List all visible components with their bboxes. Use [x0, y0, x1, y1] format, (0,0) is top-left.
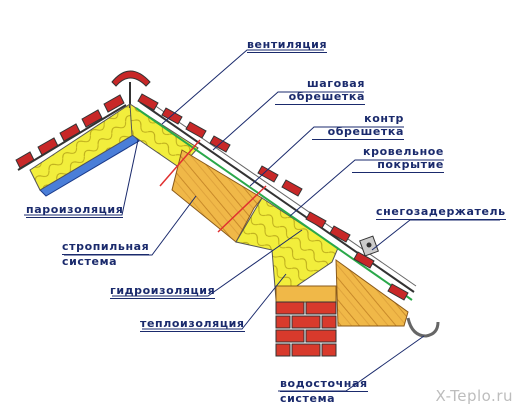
leader-lines	[24, 49, 500, 392]
leader-waterproofing	[112, 229, 303, 297]
rafter-wood	[171, 149, 263, 243]
label-counter-battens: контр обрешетка	[312, 112, 404, 140]
right-tiles	[137, 93, 409, 301]
label-gutter: водосточная система	[280, 377, 368, 405]
gutter	[406, 317, 440, 338]
leader-insulation	[142, 273, 287, 330]
leader-rafters	[64, 195, 197, 256]
label-roofing: кровельное покрытие	[352, 145, 444, 173]
leader-vapor	[24, 139, 139, 216]
leader-battens	[212, 91, 364, 151]
watermark: X-Teplo.ru	[435, 387, 513, 405]
leader-counter	[249, 126, 404, 187]
label-vapor-barrier: пароизоляция	[26, 203, 124, 218]
label-rafters: стропильная система	[62, 240, 150, 268]
wall-plate	[275, 285, 337, 303]
leader-ventilation	[161, 49, 324, 125]
label-ventilation: вентиляция	[247, 38, 328, 53]
leader-roofing	[289, 159, 444, 217]
left-tiles	[15, 94, 125, 169]
label-battens: шаговая обрешетка	[275, 77, 365, 105]
waterproofing-membrane	[135, 107, 413, 301]
brick-wall	[275, 301, 337, 357]
left-slope	[15, 94, 143, 197]
section-cut-lines	[159, 139, 267, 233]
eave-board	[335, 259, 409, 327]
label-snow-guard: снегозадержатель	[376, 205, 506, 220]
snow-guard	[359, 235, 379, 257]
right-slope	[129, 93, 440, 357]
ridge-tile	[111, 70, 151, 87]
label-insulation: теплоизоляция	[140, 317, 245, 332]
leader-snow	[371, 219, 500, 251]
label-waterproofing: гидроизоляция	[110, 284, 216, 299]
